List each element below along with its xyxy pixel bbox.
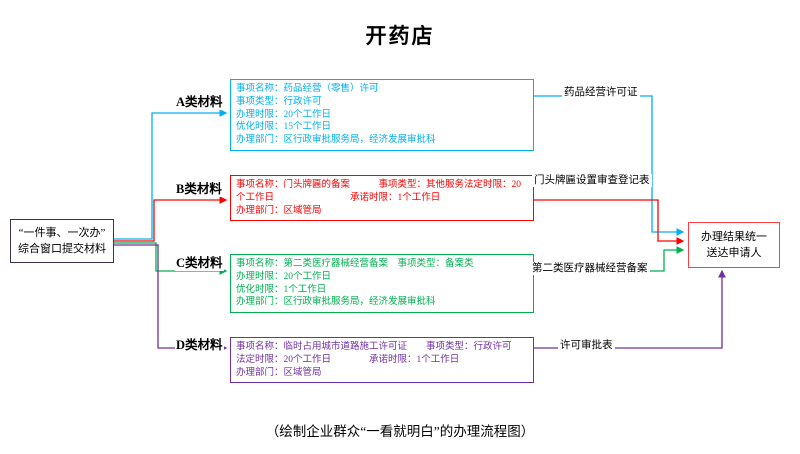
branch-label-c: C类材料 <box>175 252 224 271</box>
detail-line: 办理部门：区域管局 <box>236 367 322 378</box>
output-label-a: 药品经营许可证 <box>562 86 640 99</box>
branch-label-b: B类材料 <box>175 178 223 197</box>
page-title: 开药店 <box>365 25 435 48</box>
detail-line: 事项名称：第二类医疗器械经营备案 事项类型：备案类 <box>236 259 474 269</box>
end-node-line1: 办理结果统一 <box>701 231 767 243</box>
output-label-c: 第二类医疗器械经营备案 <box>530 262 650 275</box>
start-node-line2: 综合窗口提交材料 <box>18 243 106 255</box>
branch-a-in-line <box>112 109 228 240</box>
detail-line: 法定时限：20个工作日 承诺时限：1个工作日 <box>236 354 460 365</box>
detail-line: 优化时限：15个工作日 <box>236 122 332 133</box>
branch-b-in-line <box>112 196 228 242</box>
branch-label-a: A类材料 <box>175 91 224 110</box>
detail-box-b: 事项名称：门头牌匾的备案 事项类型：其他服务法定时限：20 个工作日 承诺时限：… <box>230 175 534 222</box>
detail-line: 事项类型：行政许可 <box>236 96 322 107</box>
detail-line: 办理部门：区行政审批服务局，经济发展审批科 <box>236 135 436 146</box>
branch-a-out-line <box>522 95 685 236</box>
detail-line: 优化时限：1个工作日 <box>236 284 327 295</box>
detail-box-d: 事项名称：临时占用城市道路施工许可证 事项类型：行政许可 法定时限：20个工作日… <box>230 337 534 384</box>
detail-line: 办理部门：区行政审批服务局，经济发展审批科 <box>236 297 436 308</box>
start-node-line1: “一件事、一次办” <box>18 227 106 239</box>
detail-line: 办理时限：20个工作日 <box>236 109 332 120</box>
branch-b-out-line <box>522 199 685 245</box>
detail-line: 事项名称：药品经营（零售）许可 <box>236 84 379 94</box>
output-label-b: 门头牌匾设置审查登记表 <box>532 174 652 187</box>
branch-c-in-line <box>112 242 228 275</box>
output-label-d: 许可审批表 <box>558 339 615 352</box>
detail-box-a: 事项名称：药品经营（零售）许可 事项类型：行政许可 办理时限：20个工作日 优化… <box>230 79 534 151</box>
branch-d-out-line <box>522 269 726 349</box>
start-node: “一件事、一次办” 综合窗口提交材料 <box>10 219 114 263</box>
detail-line: 个工作日 承诺时限：1个工作日 <box>236 192 441 203</box>
detail-line: 事项名称：临时占用城市道路施工许可证 事项类型：行政许可 <box>236 342 512 352</box>
end-node: 办理结果统一 送达申请人 <box>688 222 780 268</box>
end-node-line2: 送达申请人 <box>706 247 762 259</box>
detail-line: 办理部门：区域管局 <box>236 205 322 216</box>
caption: （绘制企业群众“一看就明白”的办理流程图） <box>265 424 535 439</box>
detail-line: 事项名称：门头牌匾的备案 事项类型：其他服务法定时限：20 <box>236 180 522 190</box>
detail-box-c: 事项名称：第二类医疗器械经营备案 事项类型：备案类 办理时限：20个工作日 优化… <box>230 254 534 314</box>
branch-label-d: D类材料 <box>175 334 224 353</box>
detail-line: 办理时限：20个工作日 <box>236 271 332 282</box>
